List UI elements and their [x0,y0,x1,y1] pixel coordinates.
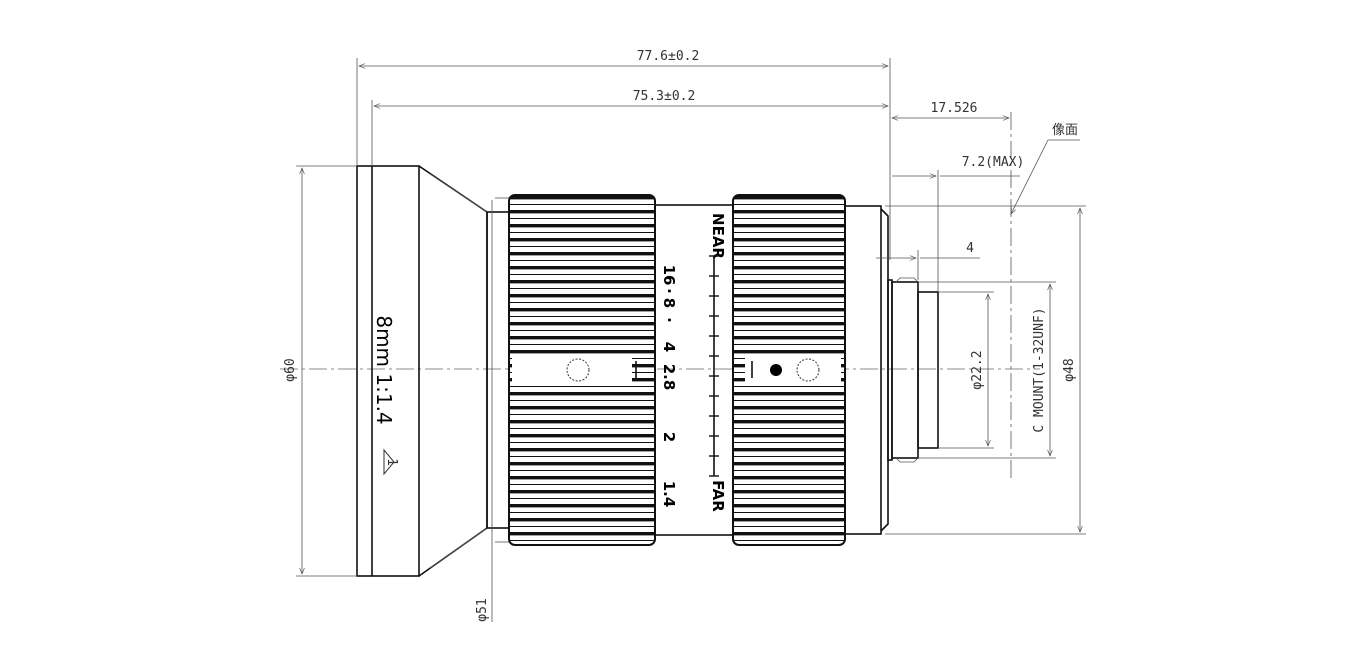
aperture-mark: 2.8 [660,364,678,391]
mount-diameter-dim: φ22.2 [970,350,985,389]
aperture-scale: 16 · 8 · 4 2.8 2 1.4 [660,265,678,508]
mount-tube [917,291,939,449]
barrel-diameter-dim: φ51 [475,598,490,621]
aperture-mark: · [660,317,678,323]
aperture-mark: 8 [660,298,678,308]
aperture-mark: 2 [660,432,678,442]
barrel-step [486,211,510,529]
mount-type-dim: C MOUNT(1-32UNF) [1032,307,1047,432]
thread-length-dim: 4 [966,241,974,256]
lens-body [356,165,939,577]
mount-thread [891,277,919,463]
lens-focal-label: 8mm 1:1.4 [372,315,396,424]
front-taper [418,165,488,577]
aperture-mark: 16 [660,265,678,286]
rear-body [844,205,882,535]
body-length-dim: 75.3±0.2 [633,89,696,104]
focus-scale: NEAR FAR [709,213,727,512]
focus-index-dot [770,364,782,376]
overall-length-dim: 77.6±0.2 [637,49,700,64]
focus-far-label: FAR [709,480,727,512]
aperture-mark: · [660,288,678,294]
focus-near-label: NEAR [709,213,727,259]
warning-triangle-icon: 1 [383,448,399,476]
max-protrusion-dim: 7.2(MAX) [962,155,1025,170]
svg-text:1: 1 [384,458,399,466]
aperture-lock-screw [566,358,590,382]
image-plane-label: 像面 [1052,123,1078,138]
front-diameter-dim: φ60 [283,358,298,381]
aperture-mark: 1.4 [660,481,678,508]
rear-diameter-dim: φ48 [1062,358,1077,381]
focus-lock-screw [796,358,820,382]
dimension-annotations: 77.6±0.2 75.3±0.2 17.526 7.2(MAX) 像面 4 φ… [283,49,1086,622]
flange-distance-dim: 17.526 [931,101,978,116]
front-hood [356,165,420,577]
aperture-mark: 4 [660,342,678,352]
